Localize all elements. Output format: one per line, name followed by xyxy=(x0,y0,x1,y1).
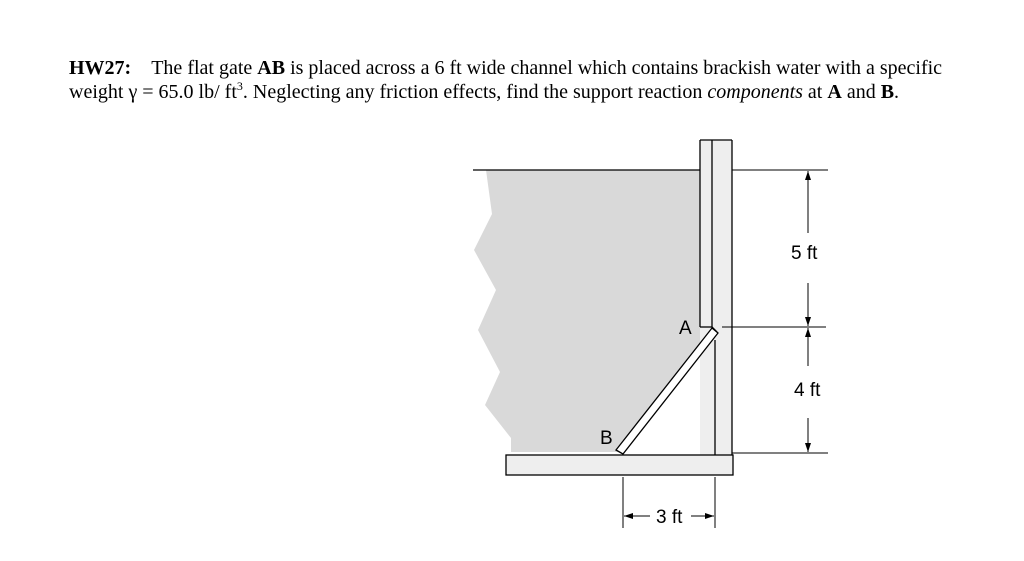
label-a: A xyxy=(679,318,692,339)
gate-ab-plate xyxy=(615,327,719,455)
problem-statement: HW27: The flat gate AB is placed across … xyxy=(69,56,969,104)
hw-label: HW27: xyxy=(69,57,132,79)
text-2: is placed across a 6 ft wide channel whi… xyxy=(69,57,943,103)
text-1: The flat gate xyxy=(151,57,258,79)
dim-4ft-label: 4 ft xyxy=(794,380,821,401)
text-5: and xyxy=(841,81,881,103)
dim-4ft-arrow-top xyxy=(805,328,811,337)
point-b-text: B xyxy=(880,81,895,103)
label-b: B xyxy=(600,428,613,449)
text-4: at xyxy=(802,81,828,103)
specific-weight-expr: γ = 65.0 lb/ ft xyxy=(128,81,237,103)
components-word: components xyxy=(707,81,803,103)
vertical-wall xyxy=(700,140,732,455)
floor xyxy=(505,454,734,476)
gate-ab: AB xyxy=(257,57,286,79)
point-a-text: A xyxy=(827,81,842,103)
dim-3ft-label: 3 ft xyxy=(656,507,683,528)
text-6: . xyxy=(894,81,900,103)
water-region xyxy=(474,170,712,452)
exponent: 3 xyxy=(236,79,243,93)
dim-5ft-label: 5 ft xyxy=(791,243,818,264)
dim-3ft-arrow-left xyxy=(624,513,633,519)
dim-5ft-arrow-top xyxy=(805,171,811,180)
dim-4ft-arrow-bottom xyxy=(805,443,811,452)
dim-3ft-arrow-right xyxy=(705,513,714,519)
text-3: . Neglecting any friction effects, find … xyxy=(242,81,708,103)
dim-5ft-arrow-bottom xyxy=(805,317,811,326)
